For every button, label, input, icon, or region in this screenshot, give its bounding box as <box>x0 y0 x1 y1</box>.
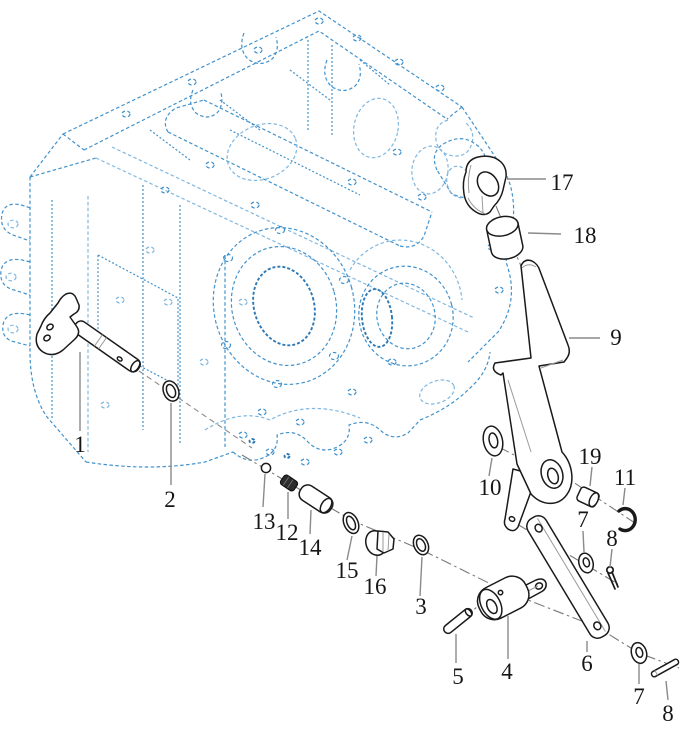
callout-10: 10 <box>479 475 502 500</box>
callout-6: 6 <box>581 651 593 676</box>
part-8-cotter-pin-lower <box>650 658 680 678</box>
part-7-washer-upper <box>577 552 595 574</box>
callout-labels: 1 2 13 12 14 15 16 3 5 4 6 7 8 17 18 9 1… <box>74 170 674 726</box>
callout-9: 9 <box>610 325 622 350</box>
callout-12: 12 <box>276 520 299 545</box>
part-3-o-ring <box>412 534 430 556</box>
part-12-detent-spring <box>279 474 299 492</box>
callout-1: 1 <box>74 432 86 457</box>
part-17-knob <box>462 155 507 216</box>
part-18-bushing <box>485 215 524 260</box>
part-16-plug-bolt <box>364 529 395 557</box>
axis-lever-pin <box>516 523 619 585</box>
part-6-link-plate <box>526 515 610 639</box>
callout-17: 17 <box>551 170 574 195</box>
callout-leader-lines <box>79 178 669 701</box>
callout-18: 18 <box>574 223 597 248</box>
part-7-washer-lower <box>630 641 648 665</box>
part-11-snap-ring <box>617 506 637 533</box>
callout-8-upper: 8 <box>606 526 618 551</box>
part-4-arm-assembly <box>476 575 547 621</box>
part-14-detent-pin <box>298 484 334 514</box>
callout-4: 4 <box>501 659 513 684</box>
part-13-detent-ball <box>260 462 272 474</box>
part-9-shift-lever <box>492 259 573 532</box>
callout-19: 19 <box>579 444 602 469</box>
callout-11: 11 <box>614 465 636 490</box>
callout-15: 15 <box>336 558 359 583</box>
transmission-housing <box>0 10 515 468</box>
assembly-axis-lines <box>138 205 680 669</box>
callout-13: 13 <box>253 509 276 534</box>
callout-7-lower: 7 <box>633 684 645 709</box>
part-15-o-ring <box>342 511 360 535</box>
callout-16: 16 <box>364 574 387 599</box>
part-19-collar <box>576 486 600 508</box>
axis-knob-17-18-9 <box>495 205 522 267</box>
callout-5: 5 <box>452 664 464 689</box>
part-5-pin <box>442 607 474 635</box>
callout-3: 3 <box>415 594 427 619</box>
callout-8-lower: 8 <box>662 701 674 726</box>
axis-shaft-1 <box>138 370 253 449</box>
callout-7-upper: 7 <box>577 507 589 532</box>
part-10-washer <box>482 425 504 457</box>
callout-2: 2 <box>164 487 176 512</box>
part-1-shift-shaft <box>35 292 141 373</box>
callout-14: 14 <box>299 535 323 560</box>
part-2-o-ring <box>162 380 180 402</box>
